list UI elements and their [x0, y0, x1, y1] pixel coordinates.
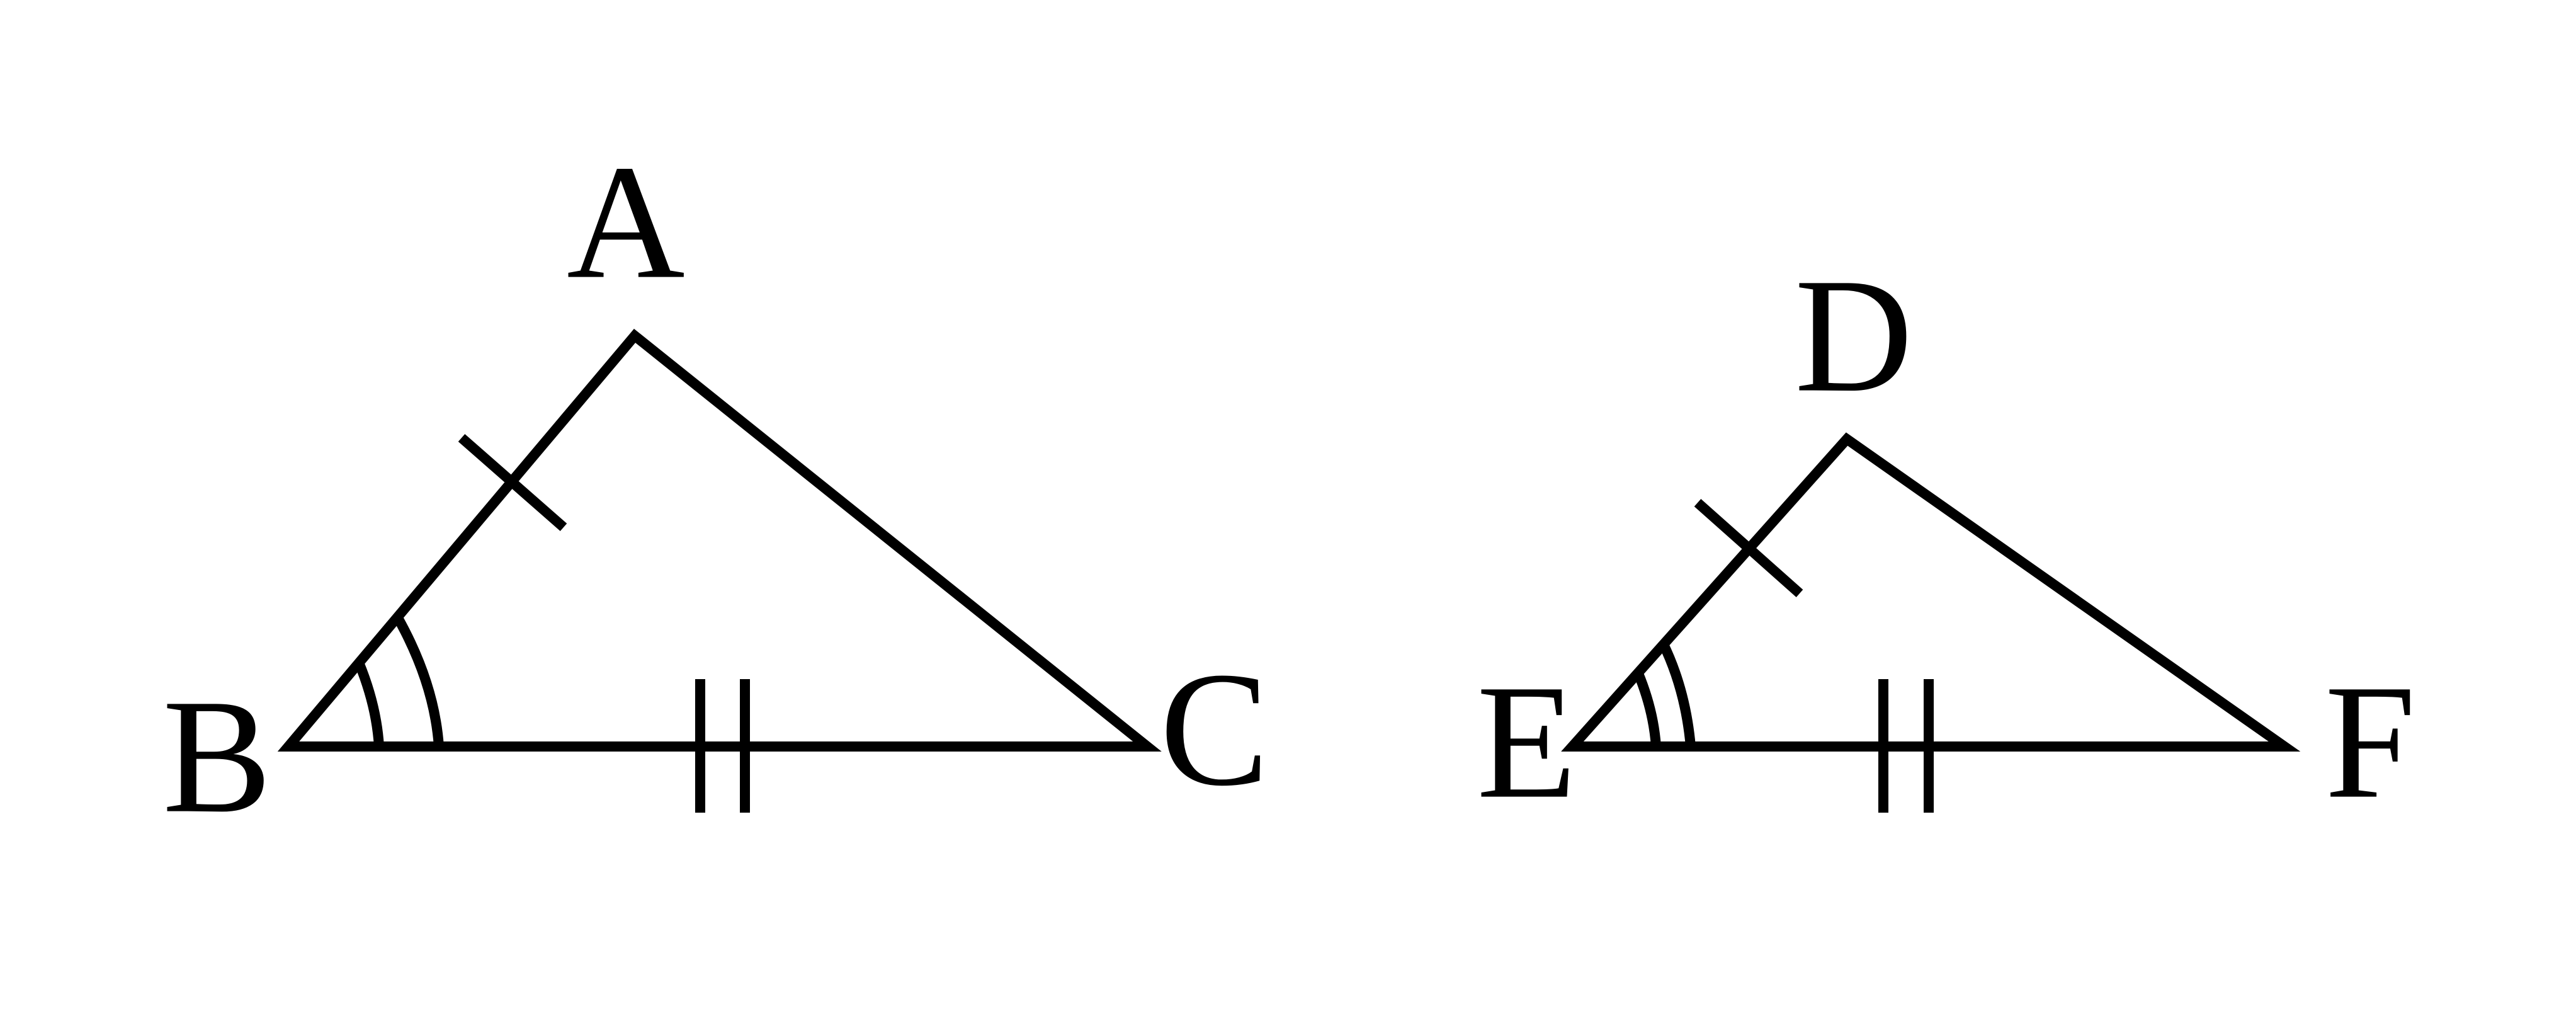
triangle-def: D E F — [1477, 245, 2416, 833]
triangle-abc: A B C — [162, 132, 1269, 847]
vertex-label-e: E — [1477, 651, 1577, 833]
side-ef-double-tick — [1878, 679, 1934, 813]
vertex-label-c: C — [1160, 639, 1269, 820]
side-de-tick — [1694, 499, 1803, 597]
angle-b-double-arc — [354, 615, 444, 747]
side-bc-double-tick — [695, 679, 750, 813]
vertex-label-f: F — [2325, 651, 2416, 833]
vertex-label-a: A — [567, 132, 685, 313]
angle-e-double-arc — [1633, 641, 1696, 747]
vertex-label-d: D — [1795, 245, 1913, 426]
side-ab-tick — [458, 433, 567, 532]
vertex-label-b: B — [162, 666, 271, 847]
triangle-abc-outline — [277, 328, 1162, 752]
